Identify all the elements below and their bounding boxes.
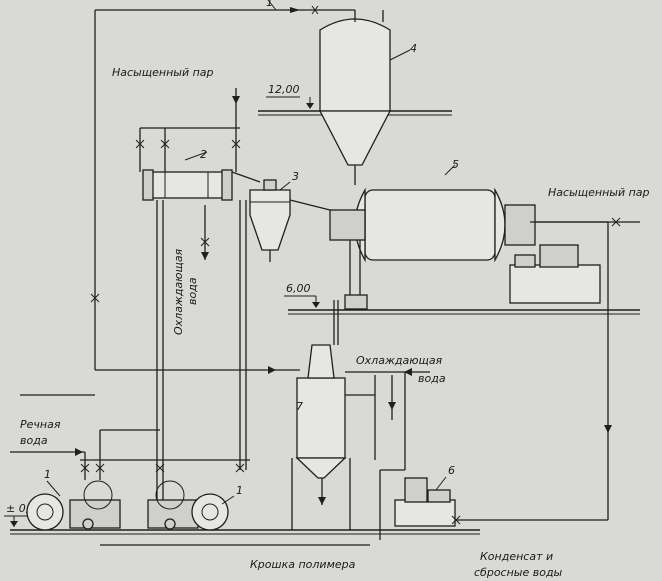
callout-5: 5	[452, 158, 459, 171]
callout-1-right: 1	[236, 484, 243, 497]
cooling-water-vertical-line1: Охлаждающая	[172, 248, 185, 335]
pump-6	[394, 477, 608, 527]
callout-1-left: 1	[44, 468, 51, 481]
level-mid-label: 6,00	[286, 282, 311, 295]
level-marker-12: 12,00	[266, 83, 314, 109]
dryer-drum-5	[329, 164, 536, 310]
level-marker-6: 6,00	[284, 282, 320, 308]
cooling-water-vertical-line2: вода	[186, 277, 199, 305]
callout-2: 2	[200, 148, 207, 161]
condenser-2	[142, 151, 233, 201]
condenser-drop-pipes	[156, 200, 247, 500]
callout-3: 3	[292, 170, 299, 183]
polymer-crumb-label: Крошка полимера	[250, 558, 356, 571]
saturated-steam-right-label: Насыщенный пар	[548, 186, 650, 199]
cooling-water-lines	[345, 368, 430, 540]
drive-unit	[509, 217, 640, 520]
pump-manifold	[10, 366, 300, 480]
cooling-water-right-line1: Охлаждающая	[356, 354, 443, 367]
cooling-water-vertical: Охлаждающая вода	[172, 248, 199, 335]
top-feed-line	[94, 0, 384, 370]
callout-6: 6	[448, 464, 455, 477]
river-water-line1: Речная	[20, 418, 61, 431]
saturated-steam-left-label: Насыщенный пар	[112, 66, 214, 79]
steam-header	[135, 88, 261, 183]
pump-1-right	[147, 480, 229, 531]
condensate-line1: Конденсат и	[480, 550, 553, 563]
river-water-line2: вода	[20, 434, 48, 447]
cooling-water-right-line2: вода	[418, 372, 446, 385]
callout-top: 1	[266, 0, 273, 9]
callout-7: 7	[296, 400, 303, 413]
left-line-valves	[90, 293, 100, 303]
level-top-label: 12,00	[268, 83, 300, 96]
condensate-line2: сбросные воды	[474, 566, 563, 579]
platform-level-6	[288, 309, 640, 315]
ground-floor	[10, 529, 480, 546]
callout-4: 4	[410, 42, 417, 55]
cyclone-3	[249, 179, 331, 262]
pump-1-left	[26, 480, 121, 531]
silo-4	[318, 18, 411, 185]
vessel-7	[291, 300, 351, 530]
